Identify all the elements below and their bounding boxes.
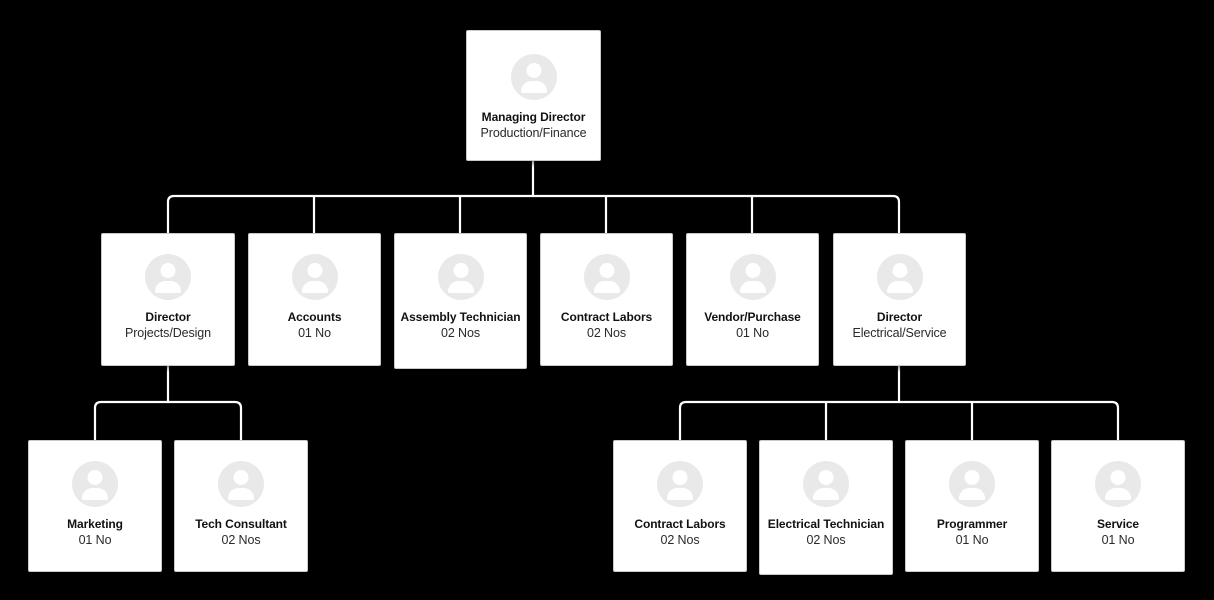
person-icon-body	[228, 488, 254, 500]
person-icon-head	[453, 263, 468, 278]
person-icon-head	[87, 470, 103, 485]
node-text: Director Electrical/Service	[834, 310, 965, 341]
node-title: Programmer	[936, 517, 1008, 531]
node-subtitle: 02 Nos	[221, 532, 261, 547]
person-icon-head	[526, 63, 541, 78]
person-icon-body	[82, 488, 108, 500]
person-icon	[510, 54, 557, 100]
node-director-projects-design[interactable]: Director Projects/Design	[101, 233, 235, 366]
node-title: Vendor/Purchase	[704, 310, 801, 324]
node-title: Director	[145, 310, 191, 324]
node-subtitle: 02 Nos	[806, 532, 846, 547]
node-accounts[interactable]: Accounts 01 No	[248, 233, 381, 366]
person-icon-head	[307, 263, 322, 278]
node-text: Service 01 No	[1052, 517, 1184, 548]
person-icon	[218, 461, 264, 507]
connector-right-branch-bus	[678, 400, 1120, 440]
person-icon	[291, 254, 338, 300]
node-title: Director	[876, 310, 923, 324]
node-title: Service	[1096, 517, 1139, 531]
node-text: Director Projects/Design	[102, 310, 234, 341]
node-subtitle: 01 No	[78, 532, 112, 547]
node-title: Contract Labors	[634, 517, 726, 531]
node-tech-consultant[interactable]: Tech Consultant 02 Nos	[174, 440, 308, 572]
node-text: Accounts 01 No	[249, 310, 380, 341]
person-icon	[145, 254, 191, 300]
node-title: Assembly Technician	[400, 310, 521, 324]
person-icon-head	[964, 470, 980, 485]
node-title: Marketing	[67, 517, 123, 531]
person-icon-body	[447, 281, 474, 293]
connector-left-branch-bus	[93, 400, 243, 440]
person-icon	[437, 254, 484, 300]
node-director-electrical-service[interactable]: Director Electrical/Service	[833, 233, 966, 366]
node-text: Electrical Technician 02 Nos	[760, 517, 892, 548]
node-subtitle: 01 No	[1101, 532, 1135, 547]
node-assembly-technician[interactable]: Assembly Technician 02 Nos	[394, 233, 527, 369]
node-text: Managing Director Production/Finance	[467, 110, 600, 141]
node-contract-labors-production[interactable]: Contract Labors 02 Nos	[540, 233, 673, 366]
person-icon-body	[886, 281, 913, 293]
node-marketing[interactable]: Marketing 01 No	[28, 440, 162, 572]
node-title: Contract Labors	[560, 310, 653, 324]
node-contract-labors-electrical[interactable]: Contract Labors 02 Nos	[613, 440, 747, 572]
node-text: Assembly Technician 02 Nos	[395, 310, 526, 341]
node-title: Managing Director	[481, 110, 586, 124]
node-subtitle: Production/Finance	[480, 125, 587, 140]
node-subtitle: 02 Nos	[660, 532, 700, 547]
node-subtitle: 01 No	[955, 532, 989, 547]
person-icon-body	[959, 488, 985, 500]
person-icon	[729, 254, 776, 300]
person-icon-head	[1110, 470, 1126, 485]
person-icon-head	[233, 470, 249, 485]
person-icon	[72, 461, 118, 507]
person-icon-body	[739, 281, 766, 293]
person-icon-body	[593, 281, 620, 293]
node-subtitle: 01 No	[298, 325, 331, 340]
node-text: Vendor/Purchase 01 No	[687, 310, 818, 341]
person-icon-body	[520, 81, 547, 93]
node-programmer[interactable]: Programmer 01 No	[905, 440, 1039, 572]
person-icon-head	[160, 263, 176, 278]
node-text: Programmer 01 No	[906, 517, 1038, 548]
person-icon-head	[672, 470, 688, 485]
node-managing-director[interactable]: Managing Director Production/Finance	[466, 30, 601, 161]
node-text: Contract Labors 02 Nos	[541, 310, 672, 341]
connector-level2-bus	[166, 194, 901, 233]
node-text: Tech Consultant 02 Nos	[175, 517, 307, 548]
person-icon-body	[301, 281, 328, 293]
node-subtitle: Electrical/Service	[852, 325, 947, 340]
person-icon-head	[745, 263, 760, 278]
node-vendor-purchase[interactable]: Vendor/Purchase 01 No	[686, 233, 819, 366]
node-subtitle: 02 Nos	[440, 325, 480, 340]
node-text: Contract Labors 02 Nos	[614, 517, 746, 548]
node-subtitle: Projects/Design	[124, 325, 212, 340]
person-icon-head	[599, 263, 614, 278]
node-subtitle: 02 Nos	[586, 325, 626, 340]
person-icon-body	[667, 488, 693, 500]
person-icon	[657, 461, 703, 507]
person-icon	[1095, 461, 1141, 507]
person-icon-body	[813, 488, 839, 500]
person-icon-body	[155, 281, 181, 293]
person-icon	[803, 461, 849, 507]
person-icon-body	[1105, 488, 1131, 500]
node-title: Electrical Technician	[767, 517, 885, 531]
node-subtitle: 01 No	[736, 325, 769, 340]
node-title: Accounts	[287, 310, 342, 324]
person-icon	[876, 254, 923, 300]
person-icon-head	[892, 263, 907, 278]
node-title: Tech Consultant	[195, 517, 287, 531]
node-electrical-technician[interactable]: Electrical Technician 02 Nos	[759, 440, 893, 575]
person-icon-head	[818, 470, 834, 485]
person-icon	[949, 461, 995, 507]
person-icon	[583, 254, 630, 300]
node-text: Marketing 01 No	[29, 517, 161, 548]
node-service[interactable]: Service 01 No	[1051, 440, 1185, 572]
